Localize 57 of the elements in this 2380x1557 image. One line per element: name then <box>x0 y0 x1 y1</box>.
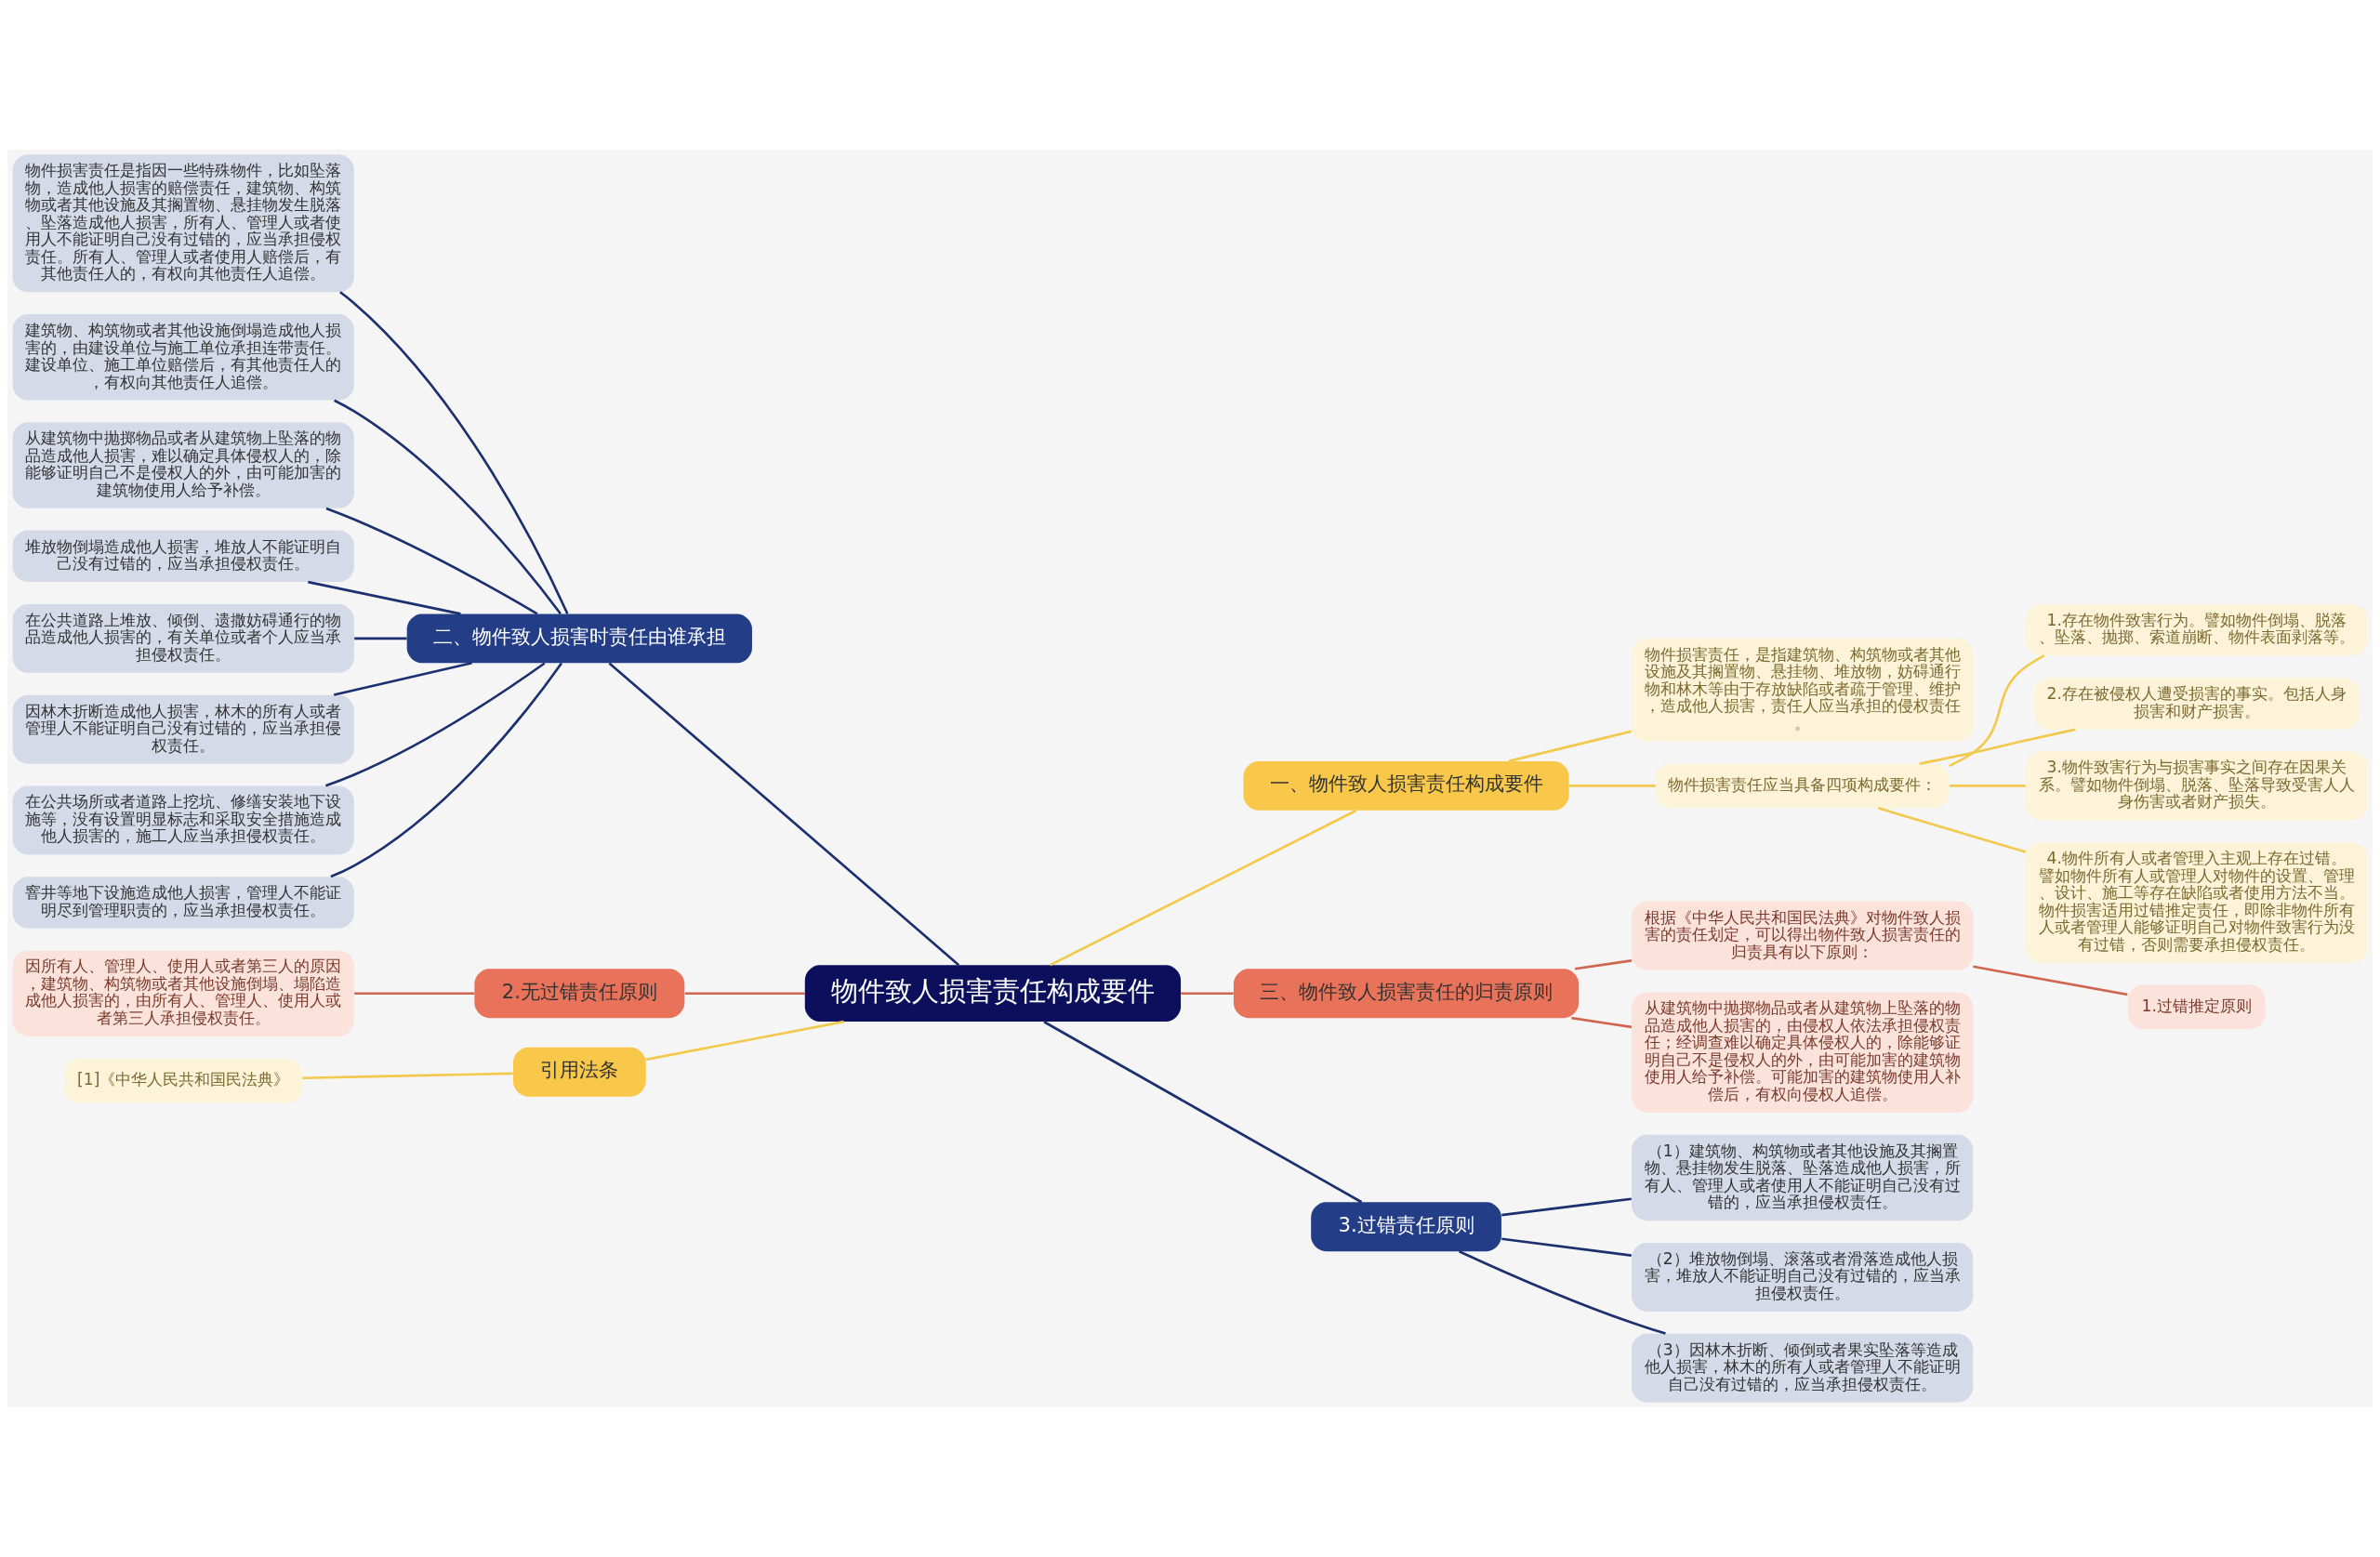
node-box: 因林木折断造成他人损害，林木的所有人或者管理人不能证明自己没有过错的，应当承担侵权责任。 <box>12 694 354 764</box>
node-box: 一、物件致人损害责任构成要件 <box>1243 761 1569 811</box>
node-box: 引用法条 <box>512 1047 646 1097</box>
node-box: 3.过错责任原则 <box>1311 1202 1501 1252</box>
connector <box>1568 785 1656 787</box>
node-box: 从建筑物中抛掷物品或者从建筑物上坠落的物品造成他人损害的，由侵权人依法承担侵权责任；经调查难以确定具体侵权人的，除能够证明自己不是侵权人的外，由可能加害的建筑物使用人给予补偿。可能加害的建筑物使用人补偿后，有权向侵权人追偿。 <box>1632 992 1974 1113</box>
node-box: 物件损害责任应当具备四项构成要件： <box>1655 763 1950 809</box>
connector <box>1501 1197 1632 1217</box>
node-box: （3）因林木折断、倾倒或者果实坠落等造成他人损害，林木的所有人或者管理人不能证明自己没有过错的，应当承担侵权责任。 <box>1632 1333 1974 1403</box>
connector <box>334 399 562 615</box>
connector <box>325 507 538 615</box>
connector <box>1877 807 2027 853</box>
connector <box>302 1072 513 1080</box>
connector <box>1949 654 2045 768</box>
node-box: 在公共场所或者道路上挖坑、修缮安装地下设施等，没有设置明显标志和采取安全措施造成他人损害的，施工人应当承担侵权责任。 <box>12 785 354 855</box>
connector <box>324 662 546 787</box>
connector <box>1949 785 2026 787</box>
node-box: 因所有人、管理人、使用人或者第三人的原因，建筑物、构筑物或者其他设施倒塌、塌陷造成他人损害的，由所有人、管理人、使用人或者第三人承担侵权责任。 <box>12 950 354 1036</box>
connector <box>1043 1021 1363 1204</box>
node-box: 物件损害责任，是指建筑物、构筑物或者其他设施及其搁置物、悬挂物、堆放物，妨碍通行物和林木等由于存放缺陷或者疏于管理、维护，造成他人损害，责任人应当承担的侵权责任。 <box>1632 638 1974 742</box>
connector <box>608 662 960 967</box>
connector <box>684 992 805 996</box>
connector <box>339 291 569 614</box>
node-box: 1.过错推定原则 <box>2127 984 2266 1030</box>
node-box: 4.物件所有人或者管理入主观上存在过错。譬如物件所有人或管理人对物件的设置、管理、设计、施工等存在缺陷或者使用方法不当。物件损害适用过错推定责任，即除非物件所有人或者管理人能够证明自己对物件致害行为没有过错，否则需要承担侵权责任。 <box>2026 842 2368 963</box>
connector <box>1501 1237 1632 1257</box>
connector <box>1458 1250 1666 1335</box>
node-box: 物件损害责任是指因一些特殊物件，比如坠落物，造成他人损害的赔偿责任，建筑物、构筑物或者其他设施及其搁置物、悬挂物发生脱落、坠落造成他人损害，所有人、管理人或者使用人不能证明自己没有过错的，应当承担侵权责任。所有人、管理人或者使用人赔偿后，有其他责任人的，有权向其他责任人追偿。 <box>12 154 354 293</box>
node-box: 堆放物倒塌造成他人损害，堆放人不能证明自己没有过错的，应当承担侵权责任。 <box>12 530 354 583</box>
node-box: 从建筑物中抛掷物品或者从建筑物上坠落的物品造成他人损害，难以确定具体侵权人的，除能够证明自己不是侵权人的外，由可能加害的建筑物使用人给予补偿。 <box>12 422 354 508</box>
connector <box>1973 965 2128 996</box>
node-box: （1）建筑物、构筑物或者其他设施及其搁置物、悬挂物发生脱落、坠落造成他人损害，所有人、管理人或者使用人不能证明自己没有过错的，应当承担侵权责任。 <box>1632 1134 1974 1221</box>
node-box: 在公共道路上堆放、倾倒、遗撒妨碍通行的物品造成他人损害的，有关单位或者个人应当承担侵权责任。 <box>12 603 354 673</box>
node-box: 建筑物、构筑物或者其他设施倒塌造成他人损害的，由建设单位与施工单位承担连带责任。建设单位、施工单位赔偿后，有其他责任人的，有权向其他责任人追偿。 <box>12 314 354 401</box>
connector <box>333 662 472 696</box>
connector <box>1919 728 2076 765</box>
connector <box>1050 809 1357 967</box>
connector <box>308 580 461 615</box>
connector <box>1508 730 1633 763</box>
node-box: 窨井等地下设施造成他人损害，管理人不能证明尽到管理职责的，应当承担侵权责任。 <box>12 877 354 929</box>
node-box: （2）堆放物倒塌、滚落或者滑落造成他人损害，堆放人不能证明自己没有过错的，应当承担侵权责任。 <box>1632 1242 1974 1312</box>
connector <box>1571 1016 1633 1029</box>
node-box: 3.物件致害行为与损害事实之间存在因果关系。譬如物件倒塌、脱落、坠落导致受害人人身伤害或者财产损失。 <box>2026 751 2368 821</box>
connector <box>354 637 407 640</box>
node-box: 根据《中华人民共和国民法典》对物件致人损害的责任划定，可以得出物件致人损害责任的归责具有以下原则： <box>1632 901 1974 970</box>
node-box: 物件致人损害责任构成要件 <box>804 965 1182 1023</box>
connector <box>1181 992 1234 996</box>
node-box: 1.存在物件致害行为。譬如物件倒塌、脱落、坠落、抛掷、索道崩断、物件表面剥落等。 <box>2026 603 2368 656</box>
connector <box>354 992 475 996</box>
node-box: 2.无过错责任原则 <box>474 969 685 1019</box>
node-box: 三、物件致人损害责任的归责原则 <box>1233 969 1580 1019</box>
connector <box>645 1020 844 1062</box>
node-box: 2.存在被侵权人遭受损害的事实。包括人身损害和财产损害。 <box>2033 678 2360 730</box>
node-box: [1]《中华人民共和国民法典》 <box>64 1058 303 1103</box>
connector <box>330 662 563 878</box>
connector <box>1574 959 1633 970</box>
node-box: 二、物件致人损害时责任由谁承担 <box>406 614 752 664</box>
